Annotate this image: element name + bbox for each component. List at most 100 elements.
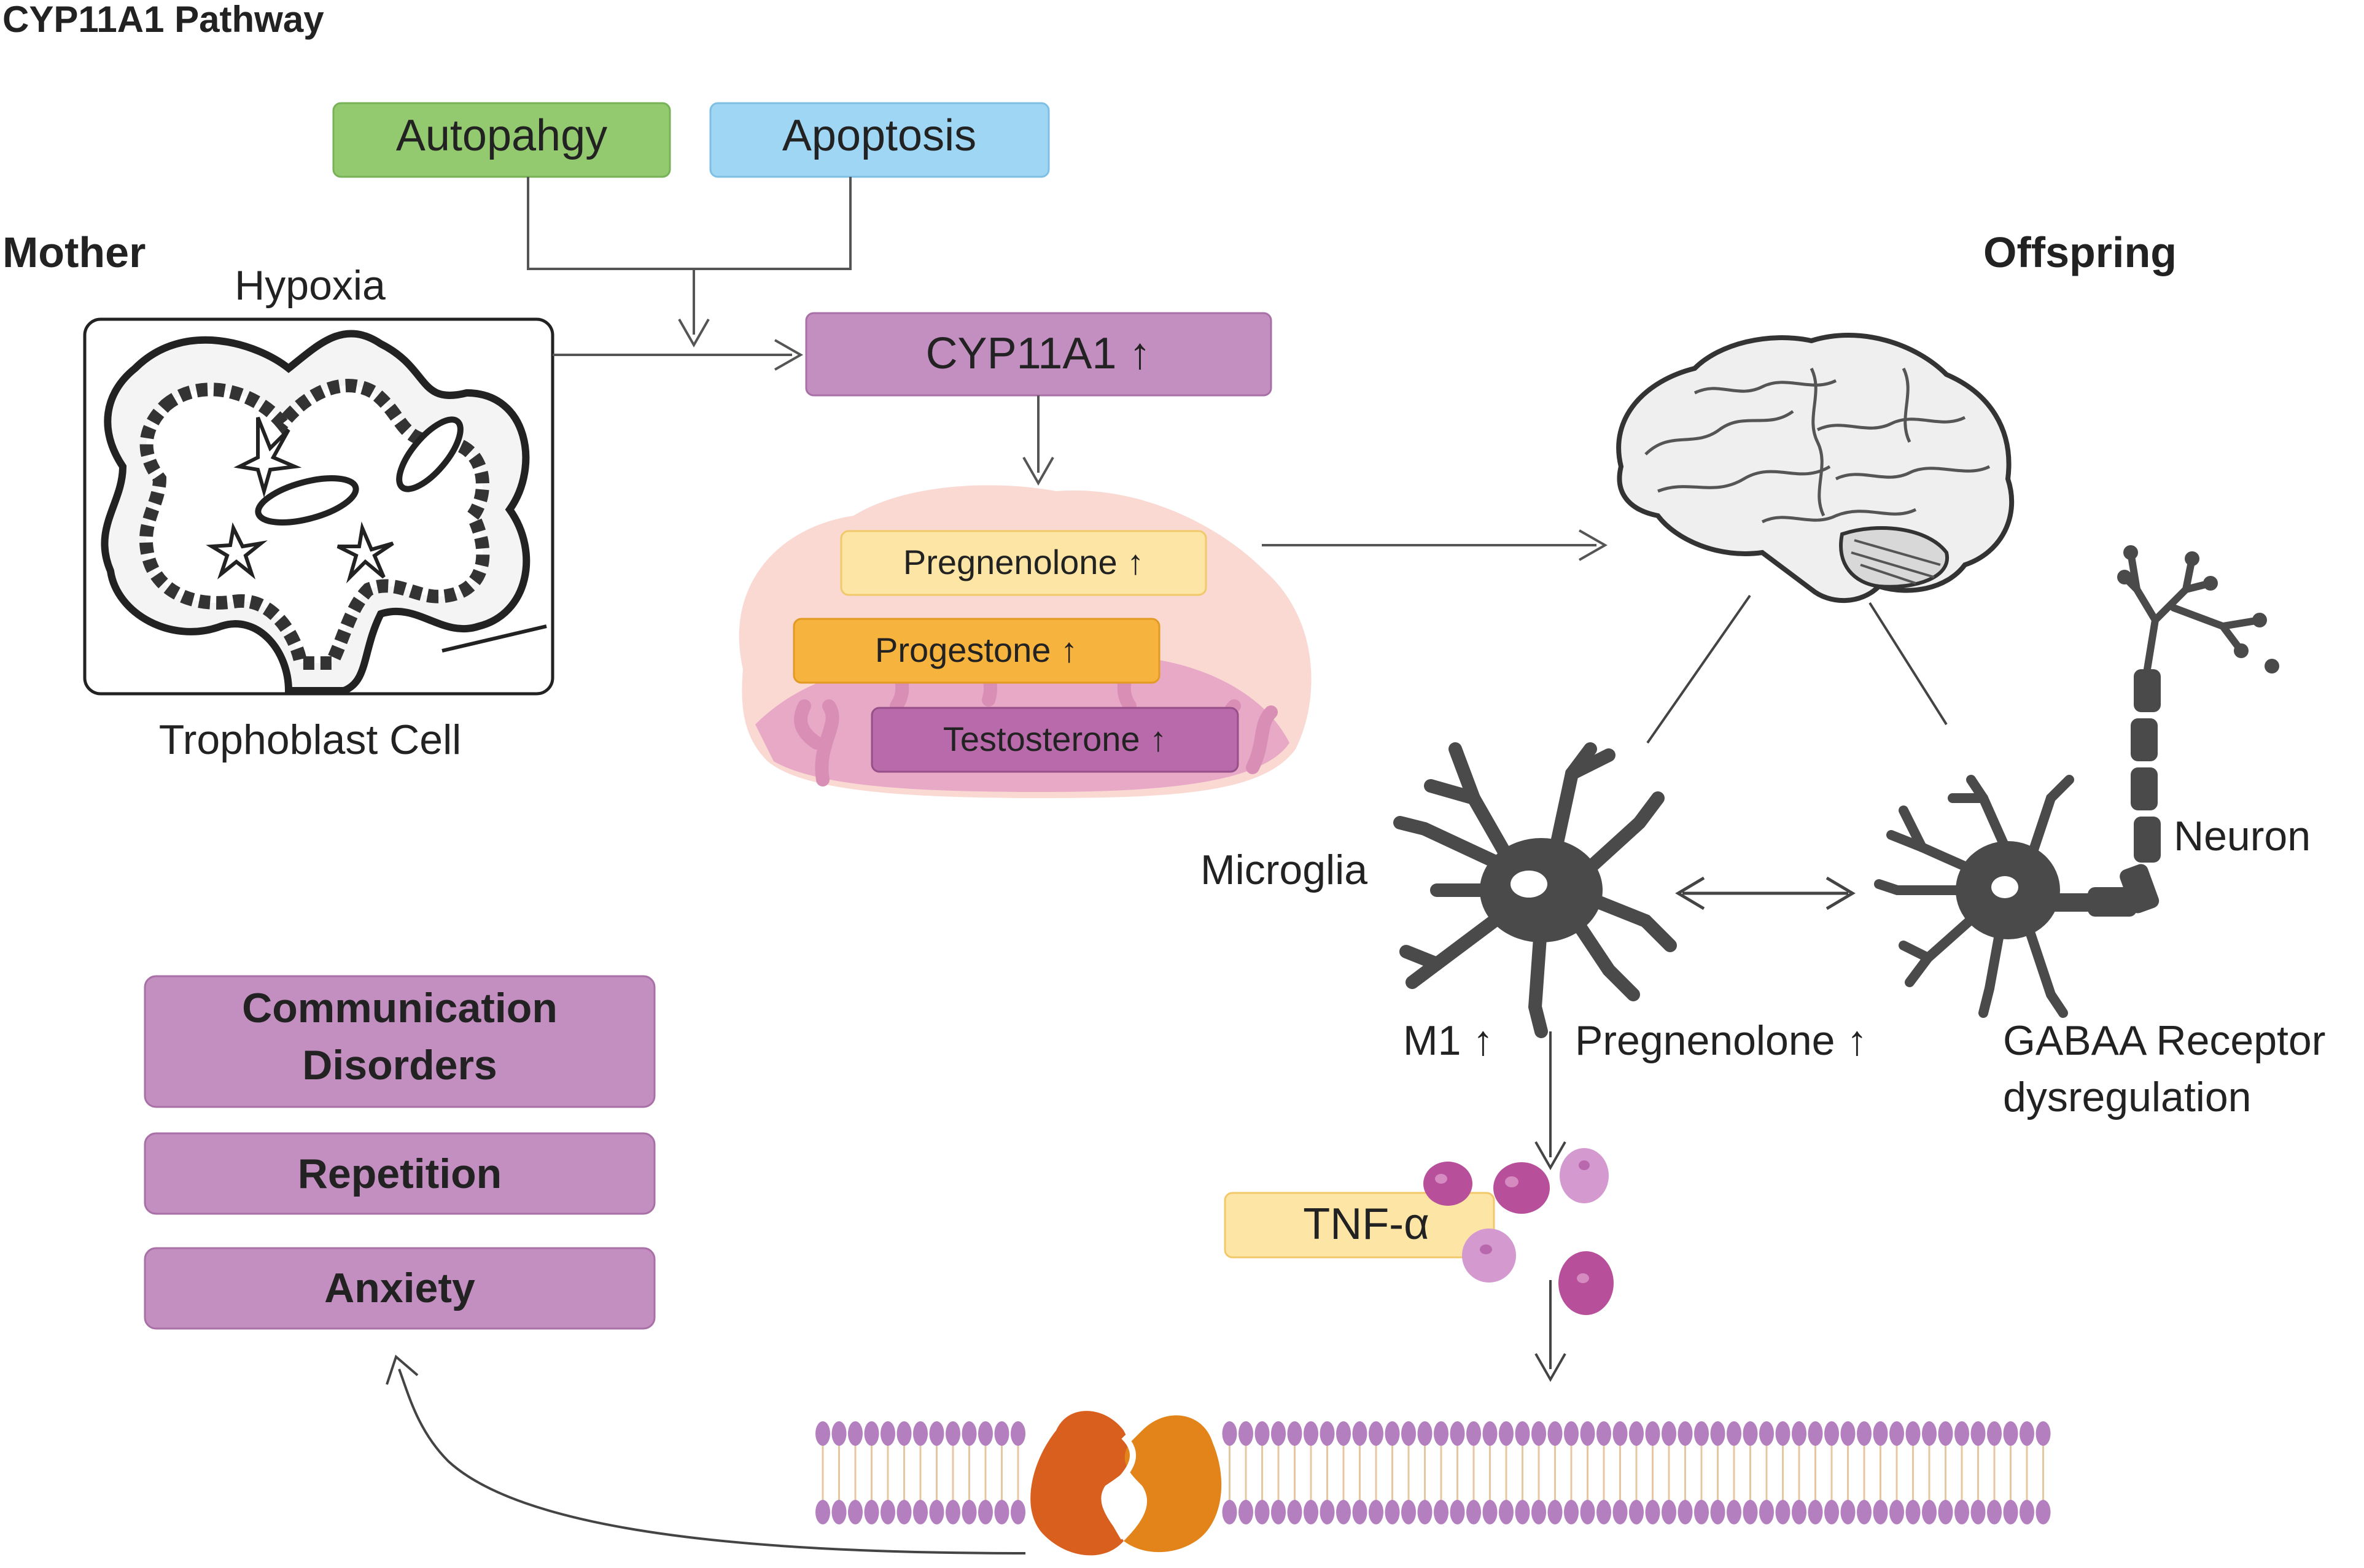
arrowhead-down-membrane	[1534, 1353, 1566, 1383]
lipid-head	[1499, 1500, 1514, 1524]
lipid-head	[946, 1421, 960, 1446]
lipid-head	[1987, 1500, 2002, 1524]
lipid-head	[1352, 1421, 1367, 1446]
lipid-head	[1759, 1500, 1774, 1524]
tnf-alpha-label: TNF-α	[1303, 1200, 1429, 1249]
arrow-receptor-to-outcomes	[398, 1368, 1026, 1554]
mother-label: Mother	[2, 228, 146, 276]
diagram-title: CYP11A1 Pathway	[2, 0, 324, 40]
lipid-head	[831, 1500, 847, 1524]
lipid-head	[1482, 1500, 1498, 1524]
lipid-head	[1515, 1500, 1530, 1524]
lipid-head	[1759, 1421, 1774, 1446]
lipid-head	[1857, 1421, 1872, 1446]
arrowhead-left-microglia	[1675, 876, 1705, 910]
cyp11a1-label: CYP11A1 ↑	[926, 329, 1151, 378]
lipid-head	[1645, 1421, 1660, 1446]
lipid-head	[2003, 1421, 2018, 1446]
lipid-head	[1547, 1421, 1563, 1446]
testosterone-label: Testosterone ↑	[943, 720, 1167, 758]
lipid-head	[1629, 1421, 1644, 1446]
lipid-head	[1596, 1421, 1611, 1446]
lipid-head	[1775, 1421, 1790, 1446]
lipid-head	[1629, 1500, 1644, 1524]
apoptosis-label: Apoptosis	[782, 111, 976, 160]
lipid-head	[1482, 1421, 1498, 1446]
lipid-head	[1287, 1500, 1302, 1524]
lipid-head	[831, 1421, 847, 1446]
lipid-head	[1922, 1421, 1937, 1446]
lipid-head	[848, 1500, 863, 1524]
lipid-head	[962, 1421, 977, 1446]
lipid-head	[1385, 1500, 1400, 1524]
lipid-head	[1320, 1421, 1335, 1446]
lipid-head	[1564, 1421, 1579, 1446]
lipid-head	[815, 1500, 830, 1524]
lipid-head	[1824, 1500, 1839, 1524]
lipid-head	[1466, 1421, 1481, 1446]
lipid-head	[1271, 1500, 1286, 1524]
lipid-head	[946, 1500, 960, 1524]
lipid-head	[1824, 1421, 1839, 1446]
lipid-head	[1352, 1500, 1367, 1524]
arrowhead-right-brain	[1579, 529, 1608, 561]
lipid-head	[1369, 1500, 1383, 1524]
lipid-head	[2020, 1421, 2034, 1446]
lipid-head	[1287, 1421, 1302, 1446]
anxiety-box: Anxiety	[144, 1247, 656, 1330]
lipid-head	[2035, 1421, 2051, 1446]
lipid-head	[1727, 1500, 1741, 1524]
lipid-head	[1808, 1500, 1823, 1524]
lipid-head	[1987, 1421, 2002, 1446]
arrowhead-right-cyp	[774, 339, 804, 371]
lipid-head	[2035, 1500, 2051, 1524]
merge-connector	[527, 177, 852, 335]
lipid-head	[1564, 1500, 1579, 1524]
microglia-pregnenolone-label: Pregnenolone ↑	[1575, 1017, 1867, 1064]
lipid-head	[1678, 1500, 1693, 1524]
lipid-head	[1970, 1500, 1986, 1524]
arrowhead-up-outcomes	[386, 1354, 419, 1385]
line-brain-to-neuron	[1868, 602, 1948, 726]
lipid-head	[896, 1421, 912, 1446]
lipid-head	[1336, 1500, 1351, 1524]
neuron-label: Neuron	[2174, 813, 2311, 860]
arrowhead-down-tnf	[1534, 1141, 1566, 1171]
lipid-head	[1727, 1421, 1741, 1446]
communication-label-line1: Communication	[242, 985, 558, 1031]
lipid-head	[896, 1500, 912, 1524]
autophagy-label: Autopahgy	[396, 111, 607, 160]
neuron-cell-icon	[1874, 545, 2279, 1018]
lipid-head	[1499, 1421, 1514, 1446]
lipid-head	[1304, 1421, 1318, 1446]
repetition-box: Repetition	[144, 1132, 656, 1215]
lipid-head	[1612, 1421, 1628, 1446]
lipid-head	[1417, 1500, 1433, 1524]
lipid-head	[1710, 1500, 1725, 1524]
lipid-head	[1662, 1421, 1676, 1446]
lipid-head	[1970, 1421, 1986, 1446]
lipid-head	[1222, 1421, 1237, 1446]
lipid-head	[1662, 1500, 1676, 1524]
lipid-head	[929, 1421, 944, 1446]
pregnenolone-label: Pregnenolone ↑	[903, 543, 1144, 581]
lipid-head	[1905, 1500, 1921, 1524]
lipid-head	[1954, 1500, 1969, 1524]
lipid-head	[848, 1421, 863, 1446]
lipid-head	[1531, 1421, 1546, 1446]
repetition-label: Repetition	[298, 1151, 502, 1197]
lipid-head	[1304, 1500, 1318, 1524]
lipid-head	[1938, 1500, 1953, 1524]
gabaa-label-line1: GABAA Receptor	[2003, 1017, 2325, 1064]
arrowhead-down-merge	[678, 319, 710, 348]
trophoblast-cell-drawing	[83, 317, 554, 696]
hypoxia-label: Hypoxia	[235, 262, 386, 309]
lipid-head	[1840, 1421, 1856, 1446]
lipid-head	[1531, 1500, 1546, 1524]
lipid-head	[1743, 1500, 1758, 1524]
lipid-head	[1547, 1500, 1563, 1524]
lipid-head	[978, 1421, 993, 1446]
lipid-head	[1254, 1421, 1270, 1446]
lipid-head	[1808, 1421, 1823, 1446]
trophoblast-label: Trophoblast Cell	[159, 716, 462, 763]
